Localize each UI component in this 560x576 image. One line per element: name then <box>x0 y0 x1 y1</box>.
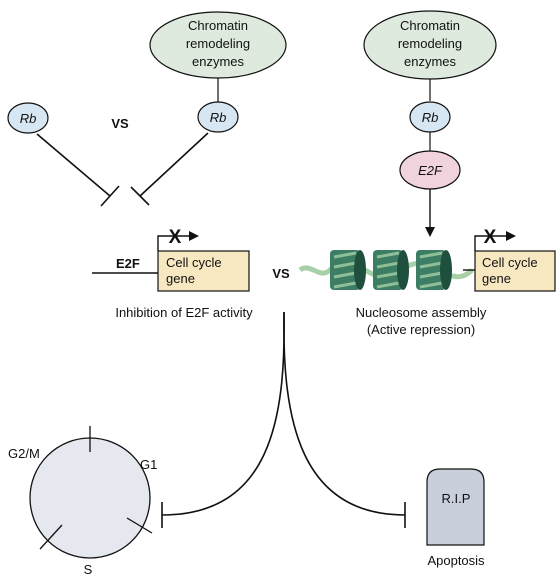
right-caption-line-1: Nucleosome assembly <box>356 305 487 320</box>
right-e2f-node: E2F <box>399 150 461 190</box>
cell-cycle-tick-g1 <box>126 517 153 534</box>
right-enzyme-line-1: Chromatin <box>400 18 460 33</box>
left-gene-box: Cell cycle gene <box>157 250 250 292</box>
right-e2f-label: E2F <box>418 163 443 178</box>
phase-label-s: S <box>84 562 93 576</box>
nucleosome-3 <box>416 250 452 290</box>
nucleosome-2 <box>373 250 409 290</box>
phase-label-g2m: G2/M <box>8 446 40 461</box>
left-gene-line-1: Cell cycle <box>166 255 222 270</box>
left-e2f-tag: E2F <box>116 256 140 271</box>
right-rb-node: Rb <box>409 101 451 133</box>
right-enzyme-line-2: remodeling <box>398 36 462 51</box>
left-caption: Inhibition of E2F activity <box>115 305 253 320</box>
cell-cycle: G2/M G1 S <box>8 426 157 576</box>
right-block-x-icon: X <box>484 227 497 248</box>
left-transcription-start-arrow <box>157 231 199 251</box>
apoptosis-tombstone: R.I.P Apoptosis <box>426 468 485 568</box>
vs-top-label: VS <box>111 116 129 131</box>
left-rb-bound-label: Rb <box>210 110 227 125</box>
left-enzyme-line-2: remodeling <box>186 36 250 51</box>
left-enzyme-line-3: enzymes <box>192 54 245 69</box>
right-rb-label: Rb <box>422 110 439 125</box>
nucleosome-1 <box>330 250 366 290</box>
left-inhibition-lines <box>36 132 209 207</box>
right-gene-line-2: gene <box>482 271 511 286</box>
right-gene-box: Cell cycle gene <box>474 250 556 292</box>
right-gene-line-1: Cell cycle <box>482 255 538 270</box>
vs-middle-label: VS <box>272 266 290 281</box>
bottom-inhibition-curves <box>161 311 406 528</box>
left-gene-line-2: gene <box>166 271 195 286</box>
right-caption-line-2: (Active repression) <box>367 322 475 337</box>
left-enzyme-line-1: Chromatin <box>188 18 248 33</box>
apoptosis-label: Apoptosis <box>427 553 485 568</box>
left-rb-free-label: Rb <box>20 111 37 126</box>
tombstone-rip-label: R.I.P <box>442 491 471 506</box>
right-enzyme-line-3: enzymes <box>404 54 457 69</box>
right-chromatin-enzyme-node: Chromatin remodeling enzymes <box>363 10 497 80</box>
left-block-x-icon: X <box>169 227 182 248</box>
cell-cycle-tick-s <box>39 524 63 550</box>
right-transcription-start-arrow <box>474 231 516 251</box>
left-rb-free-node: Rb <box>7 102 49 134</box>
nucleosome-array <box>298 250 475 290</box>
left-chromatin-enzyme-node: Chromatin remodeling enzymes <box>149 11 287 79</box>
left-rb-bound-node: Rb <box>197 101 239 133</box>
phase-label-g1: G1 <box>140 457 157 472</box>
